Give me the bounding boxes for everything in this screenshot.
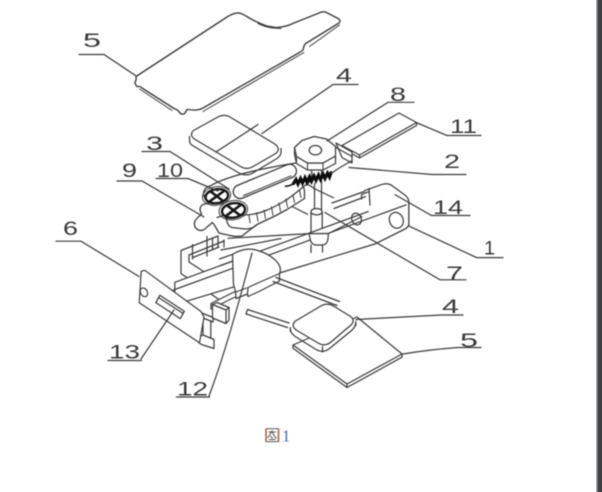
svg-text:2: 2 [444, 151, 460, 173]
svg-text:5: 5 [83, 30, 101, 52]
svg-text:5: 5 [460, 330, 478, 352]
svg-text:11: 11 [450, 116, 477, 138]
svg-text:7: 7 [446, 263, 463, 285]
svg-text:4: 4 [336, 65, 352, 87]
svg-text:1: 1 [484, 238, 495, 260]
svg-text:14: 14 [433, 197, 463, 219]
svg-text:1: 1 [282, 427, 290, 446]
svg-text:3: 3 [146, 133, 163, 155]
svg-text:9: 9 [122, 160, 137, 182]
svg-text:6: 6 [63, 218, 78, 240]
svg-text:4: 4 [442, 296, 459, 318]
svg-text:8: 8 [390, 84, 406, 106]
svg-text:13: 13 [109, 342, 140, 364]
svg-text:10: 10 [157, 160, 183, 182]
svg-text:12: 12 [177, 379, 208, 401]
